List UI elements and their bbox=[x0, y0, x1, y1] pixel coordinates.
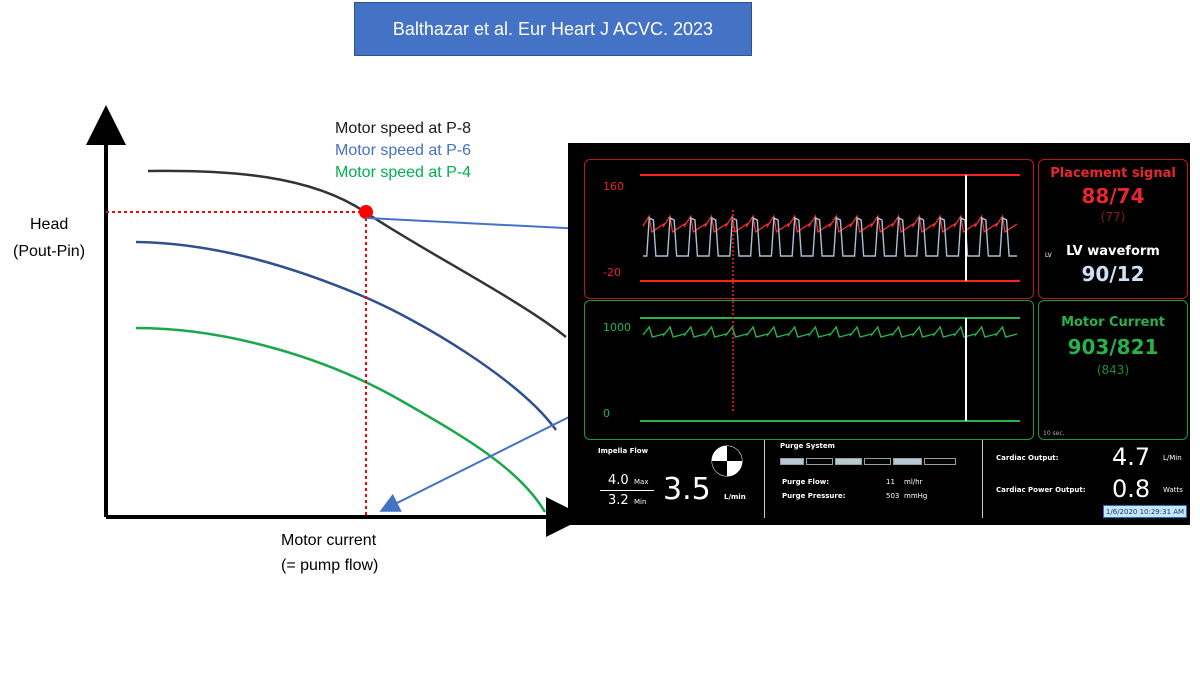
purge-flow-unit: ml/hr bbox=[904, 478, 923, 486]
purge-system-title: Purge System bbox=[780, 442, 835, 450]
flow-value: 3.5 bbox=[663, 472, 711, 507]
curve-p6 bbox=[135, 240, 558, 431]
y-axis-label: Head bbox=[30, 216, 69, 233]
cardiac-output-value: 4.7 bbox=[1112, 443, 1151, 471]
lv-value: 90/12 bbox=[1081, 262, 1145, 286]
purge-pressure-label: Purge Pressure: bbox=[782, 492, 846, 500]
separator-2 bbox=[982, 440, 983, 518]
motor-title: Motor Current bbox=[1061, 315, 1165, 330]
purge-flow-label: Purge Flow: bbox=[782, 478, 830, 486]
monitor-bottom-strip: Impella Flow 4.0 Max 3.2 Min 3.5 L/min P… bbox=[568, 438, 1190, 525]
placement-waveform-panel: 160 -20 bbox=[584, 159, 1034, 300]
placement-title: Placement signal bbox=[1050, 166, 1176, 181]
placement-mean: (77) bbox=[1100, 210, 1126, 224]
motor-current-waveform bbox=[640, 301, 1020, 422]
motor-value: 903/821 bbox=[1067, 335, 1159, 359]
timestamp: 1/6/2020 10:29:31 AM bbox=[1105, 507, 1185, 516]
cardiac-power-value: 0.8 bbox=[1112, 475, 1151, 503]
separator-1 bbox=[764, 440, 765, 518]
placement-scale-bottom: -20 bbox=[603, 266, 621, 279]
flow-min-value: 3.2 bbox=[608, 493, 629, 508]
x-axis-label: Motor current bbox=[281, 532, 377, 549]
x-axis-sublabel: (= pump flow) bbox=[281, 557, 379, 574]
legend-p4: Motor speed at P-4 bbox=[335, 164, 472, 181]
motor-mean: (843) bbox=[1096, 363, 1130, 377]
purge-pressure-value: 503 bbox=[886, 492, 900, 500]
purge-flow-value: 11 bbox=[886, 478, 895, 486]
motor-scale-bottom: 0 bbox=[603, 407, 610, 420]
flow-unit: L/min bbox=[724, 493, 746, 501]
lv-prefix: LV bbox=[1045, 252, 1052, 259]
motor-numeric-panel: Motor Current 903/821 (843) 10 sec. bbox=[1038, 300, 1188, 440]
impella-flow-label: Impella Flow bbox=[598, 447, 649, 455]
legend: Motor speed at P-8 Motor speed at P-6 Mo… bbox=[335, 118, 471, 184]
citation-text: Balthazar et al. Eur Heart J ACVC. 2023 bbox=[392, 18, 714, 39]
curve-p4 bbox=[135, 326, 547, 513]
cardiac-power-label: Cardiac Power Output: bbox=[996, 486, 1086, 494]
lv-title: LV waveform bbox=[1066, 244, 1160, 259]
y-axis-sublabel: (Pout-Pin) bbox=[13, 243, 86, 260]
operating-point-marker bbox=[359, 205, 373, 219]
legend-p6: Motor speed at P-6 bbox=[335, 142, 472, 159]
flow-max-label: Max bbox=[634, 478, 649, 486]
placement-waveform bbox=[640, 174, 1020, 300]
placement-numeric-panel: Placement signal 88/74 (77) LV LV wavefo… bbox=[1038, 159, 1188, 299]
citation-box: Balthazar et al. Eur Heart J ACVC. 2023 bbox=[354, 2, 752, 56]
cardiac-output-unit: L/Min bbox=[1163, 454, 1182, 462]
motor-current-waveform-panel: 1000 0 bbox=[584, 300, 1034, 440]
cardiac-output-label: Cardiac Output: bbox=[996, 454, 1059, 462]
flow-max-value: 4.0 bbox=[608, 473, 629, 488]
placement-scale-top: 160 bbox=[603, 180, 624, 193]
timestamp-box: 1/6/2020 10:29:31 AM bbox=[1103, 505, 1187, 518]
impella-monitor-screen: 160 -20 1000 0 Placement signal 88/74 (7… bbox=[568, 143, 1190, 525]
placement-value: 88/74 bbox=[1081, 184, 1145, 208]
pump-rotor-icon bbox=[711, 445, 743, 477]
motor-scale-top: 1000 bbox=[603, 321, 631, 334]
flow-divider bbox=[600, 490, 654, 491]
time-scale-label: 10 sec. bbox=[1043, 430, 1065, 437]
purge-pressure-unit: mmHg bbox=[904, 492, 928, 500]
flow-min-label: Min bbox=[634, 498, 647, 506]
cardiac-power-unit: Watts bbox=[1163, 486, 1183, 494]
curve-p8 bbox=[147, 169, 567, 338]
legend-p8: Motor speed at P-8 bbox=[335, 120, 472, 137]
